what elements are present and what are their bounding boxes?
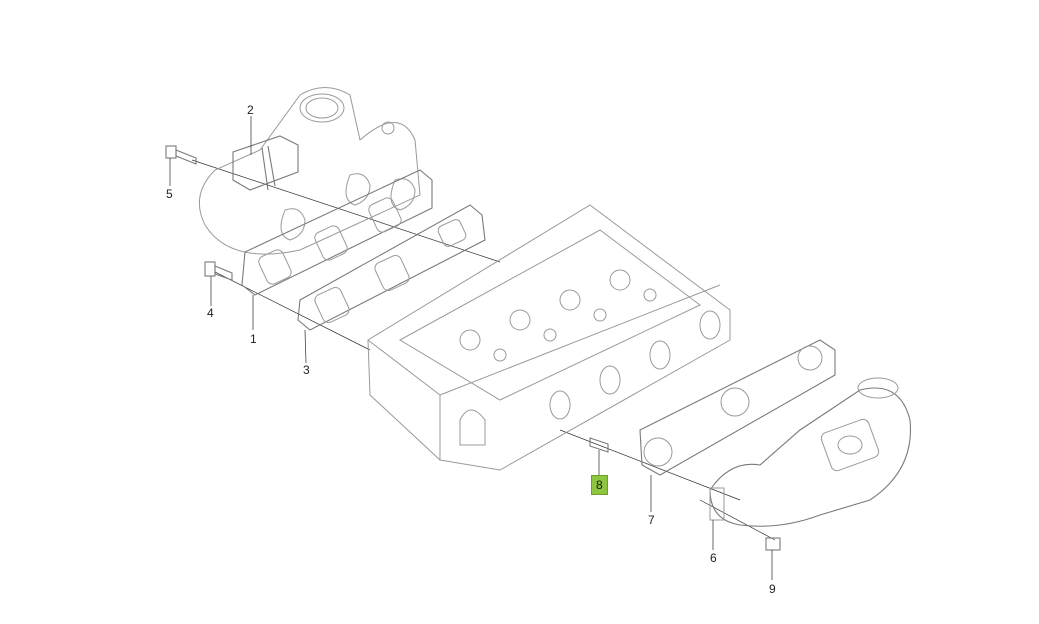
callout-label-8-selected[interactable]: 8 [591,475,608,495]
axis-line-left [191,159,501,263]
bolt-part-5 [165,145,197,165]
callout-label-6[interactable]: 6 [710,551,717,565]
callout-label-4[interactable]: 4 [207,306,214,320]
callout-label-5[interactable]: 5 [166,187,173,201]
callout-label-9[interactable]: 9 [769,582,776,596]
callout-label-1[interactable]: 1 [250,332,257,346]
exhaust-manifold-part-6 [709,377,912,527]
callout-label-2[interactable]: 2 [247,103,254,117]
gasket-part-3 [297,204,486,331]
stud-part-4 [204,261,233,281]
nut-part-9 [765,537,781,551]
stud-part-8 [589,437,609,453]
axis-line-left-lower [214,271,371,351]
bracket-part-2 [232,135,299,191]
intake-manifold [198,87,421,255]
gasket-part-1 [241,169,433,296]
callout-label-3[interactable]: 3 [303,363,310,377]
leader-3 [304,329,307,364]
gasket-part-7 [639,339,836,476]
callout-label-7[interactable]: 7 [648,513,655,527]
cylinder-head [367,204,731,471]
